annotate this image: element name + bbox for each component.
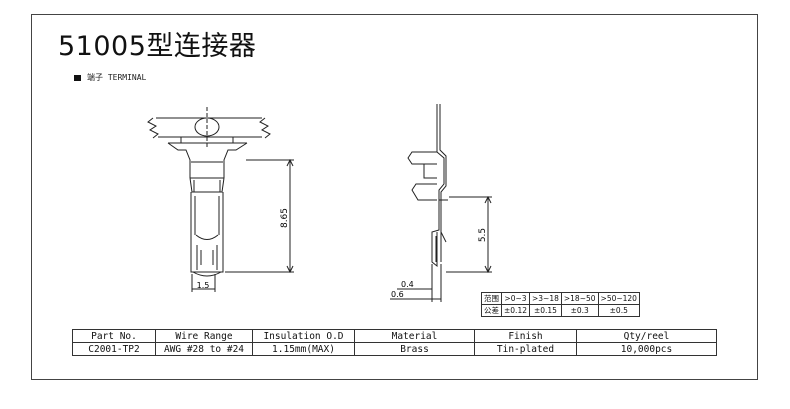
header-wire-range: Wire Range: [155, 329, 253, 343]
tolerance-table: 范围 >0~3 >3~18 >18~50 >50~120 公差 ±0.12 ±0…: [481, 292, 640, 317]
spec-value-row: C2001-TP2 AWG #28 to #24 1.15mm(MAX) Bra…: [72, 342, 717, 356]
cell-wire-range: AWG #28 to #24: [155, 342, 253, 356]
header-qty: Qty/reel: [576, 329, 717, 343]
tolerance-cell: ±0.5: [597, 304, 640, 317]
width-dim-label: 1.5: [197, 281, 210, 290]
drawing-frame: [31, 14, 758, 380]
range-cell: >0~3: [501, 292, 530, 305]
cell-material: Brass: [354, 342, 475, 356]
range-cell: >50~120: [597, 292, 640, 305]
tolerance-cell: ±0.15: [528, 304, 562, 317]
cell-finish: Tin-plated: [474, 342, 577, 356]
header-part-no: Part No.: [72, 329, 156, 343]
height-dim-label: 5.5: [478, 228, 488, 242]
page-title: 51005型连接器: [58, 31, 257, 62]
subtitle: 端子 TERMINAL: [74, 72, 146, 83]
tolerance-label: 公差: [481, 304, 502, 317]
spec-header-row: Part No. Wire Range Insulation O.D Mater…: [72, 329, 717, 343]
header-material: Material: [354, 329, 475, 343]
cell-part-no: C2001-TP2: [72, 342, 156, 356]
subtitle-text: 端子 TERMINAL: [87, 73, 147, 82]
range-cell: >3~18: [528, 292, 562, 305]
range-label: 范围: [481, 292, 502, 305]
range-cell: >18~50: [560, 292, 599, 305]
spec-table: Part No. Wire Range Insulation O.D Mater…: [72, 329, 717, 356]
header-insulation: Insulation O.D: [252, 329, 355, 343]
thickness-a-label: 0.4: [401, 280, 414, 289]
tolerance-cell: ±0.12: [501, 304, 530, 317]
pilot-hole: [194, 117, 220, 137]
thickness-b-label: 0.6: [391, 290, 404, 299]
tolerance-range-row: 范围 >0~3 >3~18 >18~50 >50~120: [481, 292, 640, 305]
tolerance-value-row: 公差 ±0.12 ±0.15 ±0.3 ±0.5: [481, 304, 640, 317]
header-finish: Finish: [474, 329, 577, 343]
length-dim-label: 8.65: [280, 208, 290, 228]
tolerance-cell: ±0.3: [560, 304, 599, 317]
cell-insulation: 1.15mm(MAX): [252, 342, 355, 356]
cell-qty: 10,000pcs: [576, 342, 717, 356]
square-bullet-icon: [74, 74, 81, 81]
